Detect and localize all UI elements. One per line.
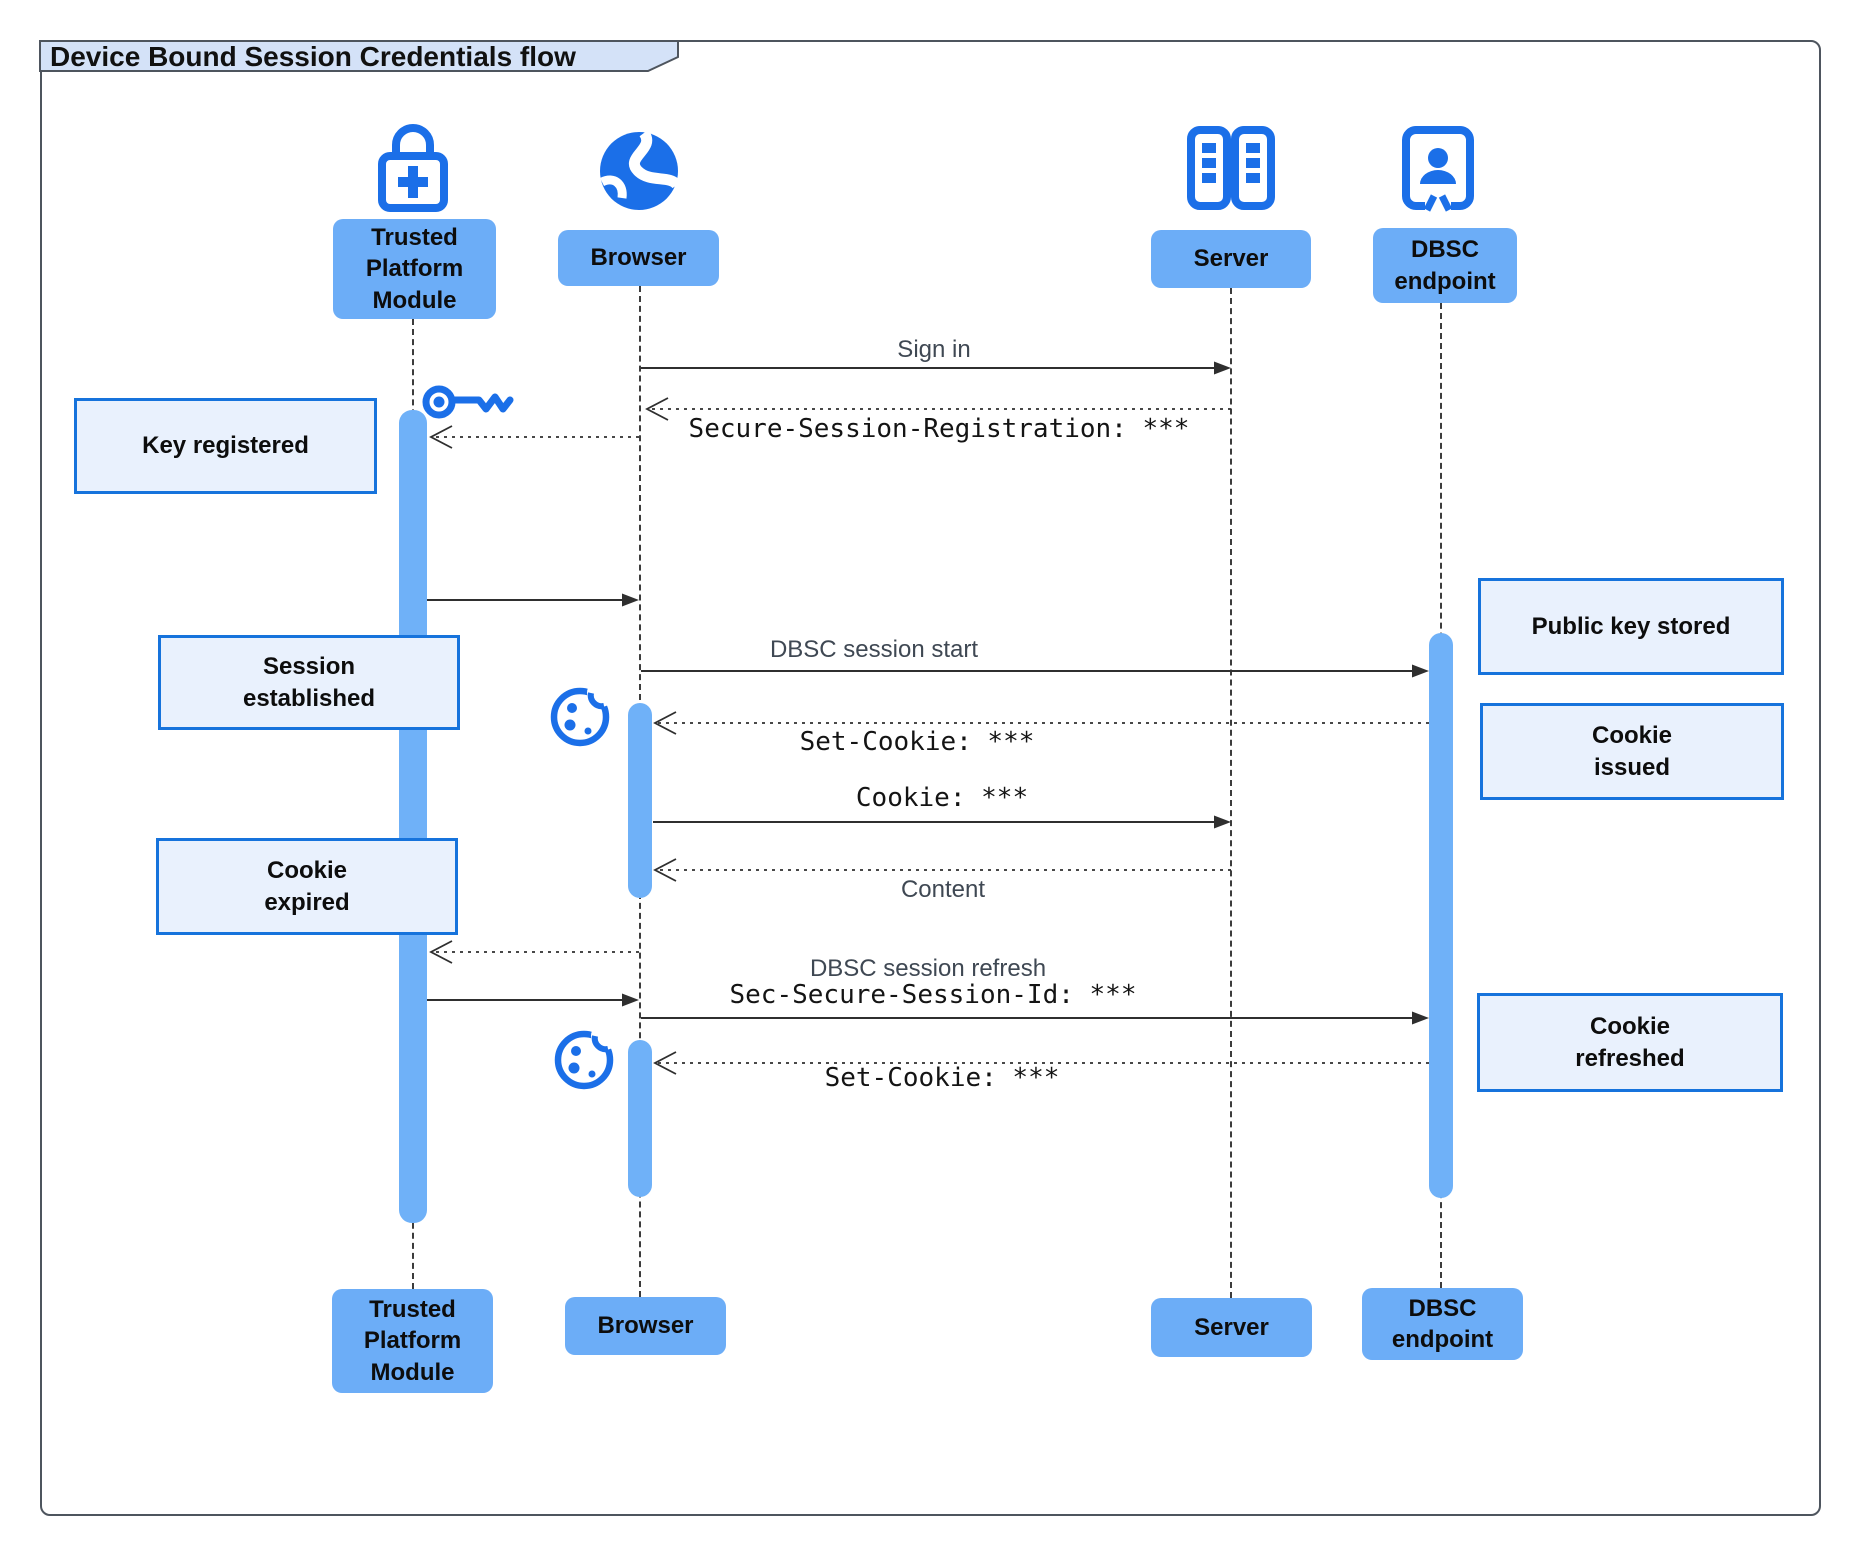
actor-label-tpm-top: Trusted Platform Module	[333, 219, 496, 319]
diagram-title: Device Bound Session Credentials flow	[50, 41, 576, 72]
message-label-sign-in: Sign in	[897, 336, 971, 363]
key-icon	[422, 385, 514, 419]
actor-label-text: Trusted Platform Module	[363, 1296, 462, 1386]
arrow-tpm-to-browser-2	[427, 993, 639, 1007]
note-public-key-stored: Public key stored	[1478, 578, 1784, 675]
arrow-content	[653, 858, 1231, 882]
activation-bar-browser-1	[628, 703, 652, 898]
actor-label-dbsc-top: DBSC endpoint	[1373, 228, 1517, 303]
actor-label-text: Browser	[597, 1312, 694, 1340]
cookie-icon	[550, 680, 613, 747]
title-tab-shape	[39, 40, 679, 72]
note-key-registered: Key registered	[74, 398, 377, 494]
actor-label-browser-top: Browser	[558, 230, 719, 286]
activation-bar-dbsc	[1429, 633, 1453, 1198]
message-label-sec-secure-session-id: Sec-Secure-Session-Id: ***	[729, 980, 1137, 1010]
actor-label-tpm-bottom: Trusted Platform Module	[332, 1289, 493, 1393]
arrow-dbsc-session-start	[641, 664, 1429, 678]
arrow-sign-in	[641, 361, 1231, 375]
message-label-set-cookie-1: Set-Cookie: ***	[799, 727, 1035, 757]
actor-label-server-top: Server	[1151, 230, 1311, 288]
note-session-established: Session established	[158, 635, 460, 730]
actor-label-server-bottom: Server	[1151, 1298, 1312, 1357]
actor-label-text: Server	[1193, 245, 1269, 273]
note-cookie-expired: Cookie expired	[156, 838, 458, 935]
globe-icon	[599, 130, 680, 210]
arrow-secure-session-registration	[645, 397, 1231, 421]
id-badge-icon	[1402, 126, 1474, 212]
note-text: Session established	[242, 652, 376, 712]
arrow-browser-to-tpm-2	[429, 940, 639, 964]
actor-label-browser-bottom: Browser	[565, 1297, 726, 1355]
note-cookie-issued: Cookie issued	[1480, 703, 1784, 800]
server-rack-icon	[1187, 126, 1275, 210]
message-label-cookie: Cookie: ***	[855, 783, 1029, 813]
arrow-tpm-to-browser-1	[427, 593, 639, 607]
actor-label-dbsc-bottom: DBSC endpoint	[1362, 1288, 1523, 1360]
actor-label-text: Browser	[590, 244, 687, 272]
arrow-set-cookie-2	[653, 1051, 1429, 1075]
note-text: Cookie refreshed	[1575, 1012, 1685, 1072]
note-text: Cookie expired	[264, 856, 350, 916]
actor-label-text: Trusted Platform Module	[365, 224, 464, 314]
arrow-browser-to-tpm-1	[429, 425, 639, 449]
arrow-dbsc-session-refresh	[641, 1011, 1429, 1025]
arrow-set-cookie-1	[653, 711, 1429, 735]
actor-label-text: DBSC endpoint	[1391, 1294, 1494, 1353]
arrow-cookie	[653, 815, 1231, 829]
actor-label-text: Server	[1194, 1313, 1269, 1341]
activation-bar-tpm	[399, 410, 427, 1223]
message-label-dbsc-session-start: DBSC session start	[769, 636, 979, 663]
message-label-content: Content	[900, 876, 986, 903]
message-label-dbsc-session-refresh: DBSC session refresh	[809, 955, 1047, 982]
activation-bar-browser-2	[628, 1040, 652, 1197]
lock-plus-icon	[378, 124, 448, 212]
lifeline-server	[1230, 288, 1232, 1298]
cookie-icon	[554, 1023, 617, 1090]
message-label-set-cookie-2: Set-Cookie: ***	[824, 1063, 1060, 1093]
note-text: Public key stored	[1531, 612, 1731, 640]
actor-label-text: DBSC endpoint	[1394, 236, 1496, 295]
note-cookie-refreshed: Cookie refreshed	[1477, 993, 1783, 1092]
note-text: Cookie issued	[1591, 721, 1672, 781]
note-text: Key registered	[142, 432, 309, 460]
message-label-secure-session-registration: Secure-Session-Registration: ***	[688, 414, 1190, 444]
